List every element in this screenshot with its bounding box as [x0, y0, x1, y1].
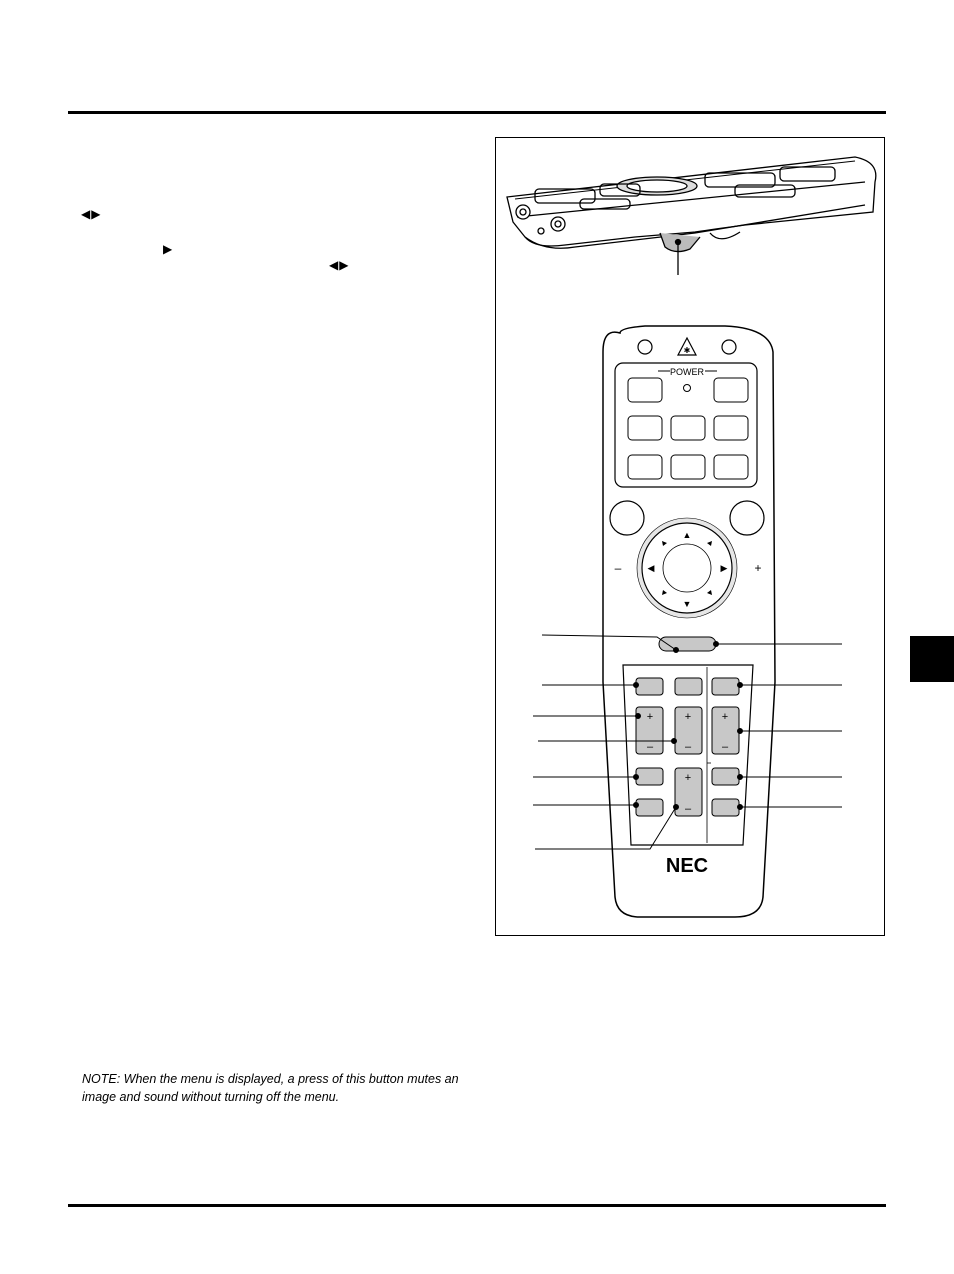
lower-button-a[interactable] [635, 677, 664, 696]
left-right-arrows-glyph-2: ◀▶ [329, 258, 350, 272]
remote-side-view [506, 156, 877, 275]
remote-figure-frame [495, 137, 885, 936]
brand-logo: NEC [666, 855, 708, 877]
enter-button[interactable] [729, 500, 765, 536]
rocker-3-plus: + [722, 711, 728, 723]
rocker-4-minus: – [685, 803, 692, 815]
select-pad-center[interactable] [662, 543, 712, 593]
footer-rule [68, 1204, 886, 1207]
select-arrow-icons [662, 541, 712, 595]
down-arrow-icon: ▼ [683, 599, 692, 609]
volume-plus-label: + [754, 561, 761, 575]
remote-control-illustration: ✱ POWER ▲ ▼ ◀ ▶ – + [506, 156, 877, 918]
rocker-button-2[interactable] [674, 706, 703, 755]
lower-button-b[interactable] [674, 677, 703, 696]
right-top-button[interactable] [721, 339, 737, 355]
rocker-4-plus: + [685, 772, 691, 784]
lower-button-e[interactable] [711, 767, 740, 786]
power-label: POWER [670, 367, 705, 377]
left-arrow-icon: ◀ [648, 563, 655, 573]
rocker-1-minus: – [647, 741, 654, 753]
rocker-button-1[interactable] [635, 706, 664, 755]
source-button-5[interactable] [670, 454, 706, 480]
section-tab-marker [910, 636, 954, 682]
left-right-arrows-glyph: ◀▶ [81, 207, 102, 221]
source-button-6[interactable] [713, 454, 749, 480]
svg-text:✱: ✱ [684, 346, 691, 355]
volume-minus-label: – [615, 561, 622, 575]
callout-lines [533, 634, 842, 850]
rocker-3-minus: – [722, 741, 729, 753]
up-arrow-icon: ▲ [683, 530, 692, 540]
rocker-2-minus: – [685, 741, 692, 753]
source-button-1[interactable] [627, 415, 663, 441]
lower-button-d[interactable] [635, 767, 664, 786]
source-button-3[interactable] [713, 415, 749, 441]
rocker-button-4[interactable] [674, 767, 703, 817]
left-top-button[interactable] [637, 339, 653, 355]
source-button-4[interactable] [627, 454, 663, 480]
power-indicator-icon [683, 384, 691, 392]
right-arrow-glyph: ▶ [163, 242, 174, 256]
lower-button-f[interactable] [635, 798, 664, 817]
lower-button-g[interactable] [711, 798, 740, 817]
rocker-1-plus: + [647, 711, 653, 723]
power-on-button[interactable] [627, 377, 663, 403]
header-rule [68, 111, 886, 114]
right-arrow-icon: ▶ [721, 563, 728, 573]
remote-front-view: ✱ POWER ▲ ▼ ◀ ▶ – + [602, 325, 776, 918]
power-off-button[interactable] [713, 377, 749, 403]
source-button-2[interactable] [670, 415, 706, 441]
rocker-2-plus: + [685, 711, 691, 723]
laser-warning-icon [677, 336, 697, 356]
menu-note: NOTE: When the menu is displayed, a pres… [82, 1072, 459, 1104]
lower-button-c[interactable] [711, 677, 740, 696]
menu-button[interactable] [609, 500, 645, 536]
